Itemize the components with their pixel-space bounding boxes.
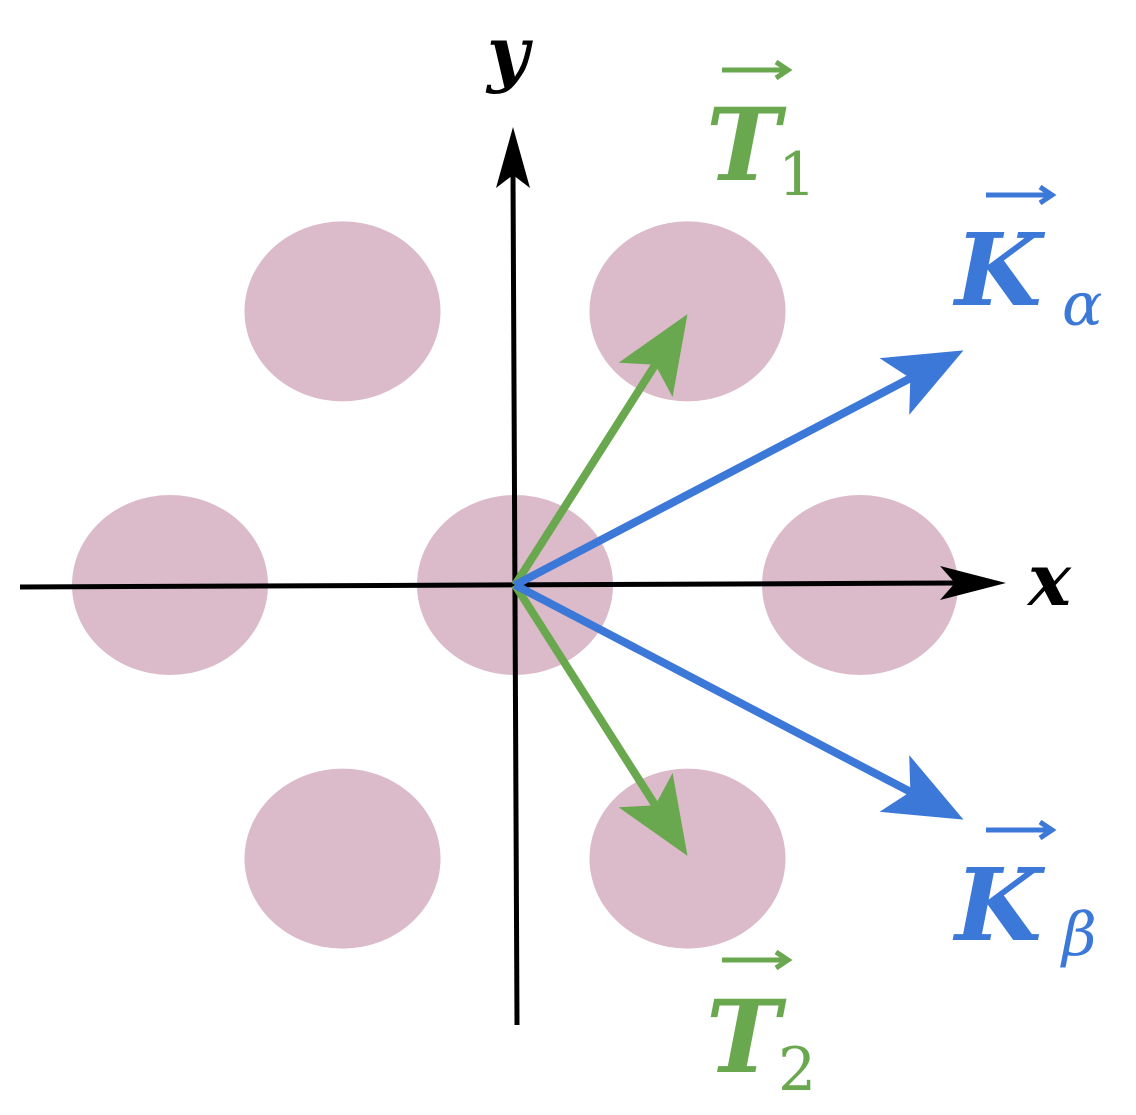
vector-ka — [513, 350, 964, 589]
x-axis-label: x — [1026, 537, 1072, 622]
lattice-point-lower-left — [244, 768, 441, 949]
vector-kb — [513, 581, 964, 820]
label-t2-main: T — [706, 978, 787, 1096]
vector-arrow-symbol-icon — [986, 184, 1057, 206]
label-ka-sub: α — [1062, 270, 1103, 340]
vector-labels: T 1 K α K β T 2 — [706, 59, 1103, 1105]
vector-t1 — [511, 314, 688, 588]
vectors — [511, 314, 964, 856]
label-ka-main: K — [952, 211, 1046, 329]
label-t2: T 2 — [706, 949, 816, 1105]
axes: x y — [19, 10, 1072, 1026]
vector-ka-shaft — [513, 374, 913, 589]
x-axis — [19, 580, 961, 590]
lattice-point-upper-right — [589, 221, 786, 402]
vector-t2-shaft — [511, 582, 659, 808]
label-kb: K β — [952, 819, 1097, 970]
vector-ka-arrowhead — [879, 350, 964, 415]
vector-t1-arrowhead — [618, 314, 688, 398]
label-ka: K α — [952, 184, 1103, 340]
y-axis — [510, 174, 520, 1026]
label-t1: T 1 — [706, 59, 816, 210]
label-t1-main: T — [706, 86, 787, 204]
vector-arrow-symbol-icon — [722, 949, 793, 971]
vector-arrow-symbol-icon — [722, 59, 793, 81]
vector-t1-shaft — [511, 362, 659, 588]
lattice-point-upper-left — [244, 221, 441, 402]
y-axis-arrowhead — [496, 127, 530, 188]
x-axis-arrowhead — [940, 566, 1006, 600]
vector-t2-arrowhead — [618, 772, 688, 856]
vector-kb-shaft — [513, 581, 913, 796]
label-kb-sub: β — [1060, 900, 1097, 970]
label-t2-sub: 2 — [778, 1035, 816, 1105]
vector-kb-arrowhead — [879, 755, 964, 820]
y-axis-label: y — [485, 10, 533, 95]
label-kb-main: K — [952, 846, 1046, 964]
vector-t2 — [511, 582, 688, 856]
lattice-point-lower-right — [589, 768, 786, 949]
vector-arrow-symbol-icon — [986, 819, 1057, 841]
label-t1-sub: 1 — [778, 140, 816, 210]
